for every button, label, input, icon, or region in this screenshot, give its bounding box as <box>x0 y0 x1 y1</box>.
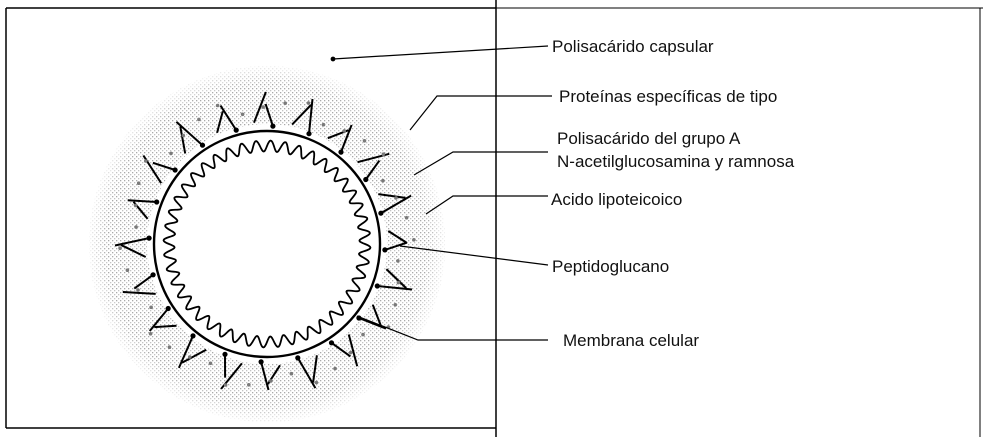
group-a-polysaccharide-dot <box>397 281 401 285</box>
label-lipoteichoic-acid: Acido lipoteicoico <box>551 190 682 209</box>
group-a-polysaccharide-dot <box>322 123 326 127</box>
group-a-polysaccharide-dot <box>247 383 251 387</box>
group-a-polysaccharide-dot <box>405 216 409 220</box>
lipoteichoic-acid-head <box>200 143 205 148</box>
group-a-polysaccharide-dot <box>137 181 141 185</box>
lipoteichoic-acid-head <box>382 247 387 252</box>
lipoteichoic-acid-head <box>270 124 275 129</box>
label-capsular-polysaccharide: Polisacárido capsular <box>552 37 714 56</box>
lipoteichoic-acid-head <box>154 199 159 204</box>
lipoteichoic-acid-head <box>338 150 343 155</box>
leader-capsule <box>333 46 548 59</box>
label-peptidoglycan: Peptidoglucano <box>552 257 669 276</box>
group-a-polysaccharide-dot <box>216 104 220 108</box>
lipoteichoic-acid-head <box>173 167 178 172</box>
group-a-polysaccharide-dot <box>188 355 192 359</box>
cytoplasm <box>183 160 351 328</box>
group-a-polysaccharide-dot <box>381 179 385 183</box>
leader-proteins <box>410 96 552 130</box>
group-a-polysaccharide-dot <box>349 351 353 355</box>
group-a-polysaccharide-dot <box>394 196 398 200</box>
group-a-polysaccharide-dot <box>361 333 365 337</box>
group-a-polysaccharide-dot <box>197 118 201 122</box>
group-a-polysaccharide-dot <box>126 268 130 272</box>
leader-group-a <box>414 152 548 175</box>
label-type-specific-proteins: Proteínas específicas de tipo <box>559 87 777 106</box>
protein-spike <box>154 326 176 327</box>
lipoteichoic-acid-head <box>234 128 239 133</box>
group-a-polysaccharide-dot <box>269 379 273 383</box>
lipoteichoic-acid-head <box>329 340 334 345</box>
lipoteichoic-acid-head <box>378 211 383 216</box>
group-a-polysaccharide-dot <box>412 238 416 242</box>
group-a-polysaccharide-dot <box>182 134 186 138</box>
lipoteichoic-acid-head <box>295 355 300 360</box>
lipoteichoic-acid-head <box>190 333 195 338</box>
group-a-polysaccharide-dot <box>241 113 245 117</box>
group-a-polysaccharide-dot <box>136 288 140 292</box>
group-a-polysaccharide-dot <box>333 367 337 371</box>
group-a-polysaccharide-dot <box>134 225 138 229</box>
lipoteichoic-acid-head <box>151 272 156 277</box>
group-a-polysaccharide-dot <box>134 204 138 208</box>
group-a-polysaccharide-dot <box>209 362 213 366</box>
lipoteichoic-acid-head <box>375 283 380 288</box>
leader-lipoteichoic <box>426 196 548 214</box>
group-a-polysaccharide-dot <box>307 101 311 105</box>
group-a-polysaccharide-dot <box>144 159 148 163</box>
lipoteichoic-acid-head <box>259 359 264 364</box>
group-a-polysaccharide-dot <box>149 332 153 336</box>
label-group-a-polysaccharide: Polisacárido del grupo A <box>557 129 741 148</box>
group-a-polysaccharide-dot <box>149 306 153 310</box>
lipoteichoic-acid-head <box>166 306 171 311</box>
group-a-polysaccharide-dot <box>168 345 172 349</box>
label-group-a-composition: N-acetilglucosamina y ramnosa <box>557 152 795 171</box>
group-a-polysaccharide-dot <box>343 129 347 133</box>
group-a-polysaccharide-dot <box>261 105 265 109</box>
group-a-polysaccharide-dot <box>290 372 294 376</box>
group-a-polysaccharide-dot <box>363 139 367 143</box>
group-a-polysaccharide-dot <box>382 152 386 156</box>
group-a-polysaccharide-dot <box>394 303 398 307</box>
group-a-polysaccharide-dot <box>396 259 400 263</box>
lipoteichoic-acid-head <box>222 352 227 357</box>
group-a-polysaccharide-dot <box>315 381 319 385</box>
label-cell-membrane: Membrana celular <box>563 331 699 350</box>
group-a-polysaccharide-dot <box>169 152 173 156</box>
lipoteichoic-acid-head <box>363 177 368 182</box>
group-a-polysaccharide-dot <box>224 383 228 387</box>
group-a-polysaccharide-dot <box>283 101 287 105</box>
lipoteichoic-acid-head <box>306 131 311 136</box>
group-a-polysaccharide-dot <box>118 246 122 250</box>
lipoteichoic-acid-head <box>147 236 152 241</box>
